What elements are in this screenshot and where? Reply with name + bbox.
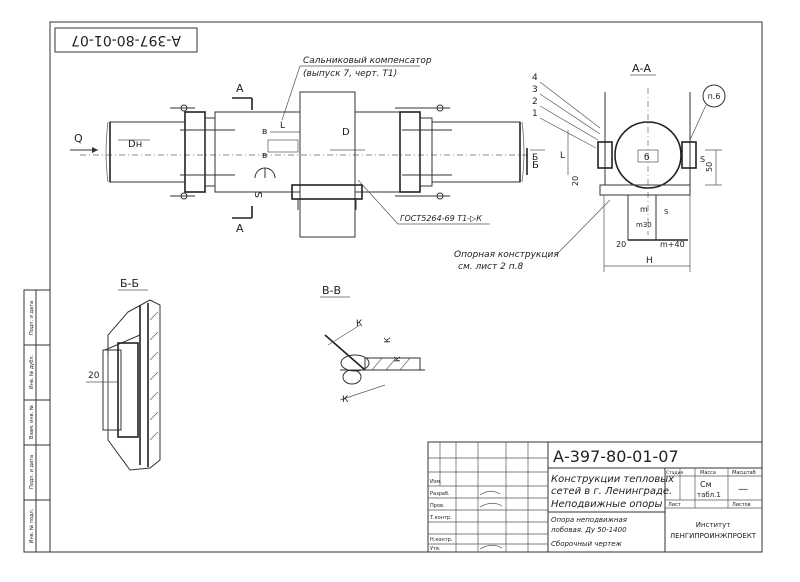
dim-s-aa: S [700, 155, 705, 164]
weld-k2: К [383, 337, 392, 343]
dim-m30: m30 [636, 221, 652, 229]
mass-label: Масса [700, 470, 716, 476]
see-ref: табл.1 [697, 491, 721, 499]
stamp-cell-1: Инв. № подл. [29, 508, 35, 543]
dim-m: m [640, 205, 648, 214]
support-note-2: см. лист 2 п.8 [458, 262, 523, 272]
label-b: б [644, 153, 650, 163]
sheet-frame [49, 21, 763, 553]
label-b-small: Б [532, 153, 538, 163]
dim-20b: 20 [616, 240, 626, 249]
side-stamp: Подп. и дата Инв. № дубл. Взам. инв. № П… [23, 289, 51, 553]
callout-gost: ГОСТ5264-69 Т1-▷К [400, 214, 482, 223]
leader-4: 4 [532, 73, 538, 83]
callout-compensator: Сальниковый компенсатор [303, 56, 432, 66]
ref-p6: п.6 [708, 92, 721, 101]
dim-50: 50 [705, 162, 714, 172]
stamp-cell-4: Инв. № дубл. [29, 354, 35, 389]
dim-20-aa: 20 [571, 176, 580, 186]
tb-row-tkontr: Т.контр. [429, 515, 452, 521]
tb-row-nkontr: Н.контр. [430, 537, 453, 543]
dash-value: — [738, 484, 748, 495]
title-line-2: сетей в г. Ленинграде. [551, 486, 672, 497]
section-a-bottom: А [236, 222, 244, 235]
stamp-cell-3: Взам. инв. № [29, 404, 35, 439]
dim-h: H [646, 256, 653, 266]
desc-line-2: лобовая. Ду 50-1400 [550, 526, 627, 534]
section-bb: Б-Б 20 [86, 277, 161, 471]
dim-l-aa: L [560, 151, 565, 161]
weld-k1: К [356, 319, 363, 329]
dim-l: L [280, 121, 285, 131]
title-line-3: Неподвижные опоры [551, 499, 663, 510]
stamp-cell-5: Подп. и дата [29, 301, 35, 335]
sheet-label: Лист [668, 502, 681, 508]
weld-k4: К [342, 395, 349, 405]
section-bb-title: Б-Б [120, 277, 139, 290]
dim-m40: m+40 [660, 240, 685, 249]
dim-d: D [342, 127, 350, 138]
leader-1: 1 [532, 109, 538, 119]
title-line-1: Конструкции тепловых [551, 474, 674, 485]
desc-line-1: Опора неподвижная [551, 516, 627, 524]
section-a-top: А [236, 82, 244, 95]
plan-view: Q Dн А А в в L S [70, 56, 539, 238]
section-aa-title: А-А [632, 62, 651, 75]
drawing-code: А-397-80-01-07 [553, 447, 679, 466]
leader-3: 3 [532, 85, 538, 95]
stage-label: Стадия [666, 470, 684, 476]
weld-k3: К [393, 356, 402, 362]
institute-2: ЛЕНГИПРОИНЖПРОЕКТ [670, 532, 757, 540]
pipe-diameter-label: Dн [128, 139, 142, 150]
callout-compensator-ref: (выпуск 7, черт. Т1) [303, 69, 397, 79]
tb-row-razrab: Разраб. [430, 491, 450, 497]
leader-2: 2 [532, 97, 538, 107]
rotated-code-box: А-397-80-01-07 [54, 27, 198, 53]
section-vv: В-В К К К К [320, 284, 425, 405]
dim-20-bb: 20 [88, 371, 100, 381]
stamp-cell-2: Подп. и дата [29, 455, 35, 489]
scale-label: Масштаб [732, 470, 756, 476]
title-block: А-397-80-01-07 Изм. Разраб. Пров. Т.конт… [427, 441, 763, 553]
institute-1: Институт [696, 521, 731, 529]
section-vv-title: В-В [322, 284, 341, 297]
see-note: См [700, 480, 712, 489]
tb-row-izm: Изм. [430, 479, 442, 485]
tb-row-prov: Пров. [430, 503, 445, 509]
dim-b1: в [262, 127, 267, 137]
section-aa: А-А 4 3 2 1 б п.6 L Б 20 [454, 62, 726, 272]
sheets-label: Листов [732, 502, 751, 508]
flow-label: Q [74, 132, 83, 145]
support-note-1: Опорная конструкция [454, 250, 559, 260]
dim-s2: S [664, 208, 669, 216]
rotated-code: А-397-80-01-07 [71, 32, 181, 48]
desc-line-3: Сборочный чертеж [551, 540, 622, 548]
dim-b2: в [262, 151, 267, 161]
tb-row-utv: Утв. [430, 546, 441, 552]
dim-s: S [254, 192, 265, 198]
section-b-marker: Б [532, 160, 539, 171]
